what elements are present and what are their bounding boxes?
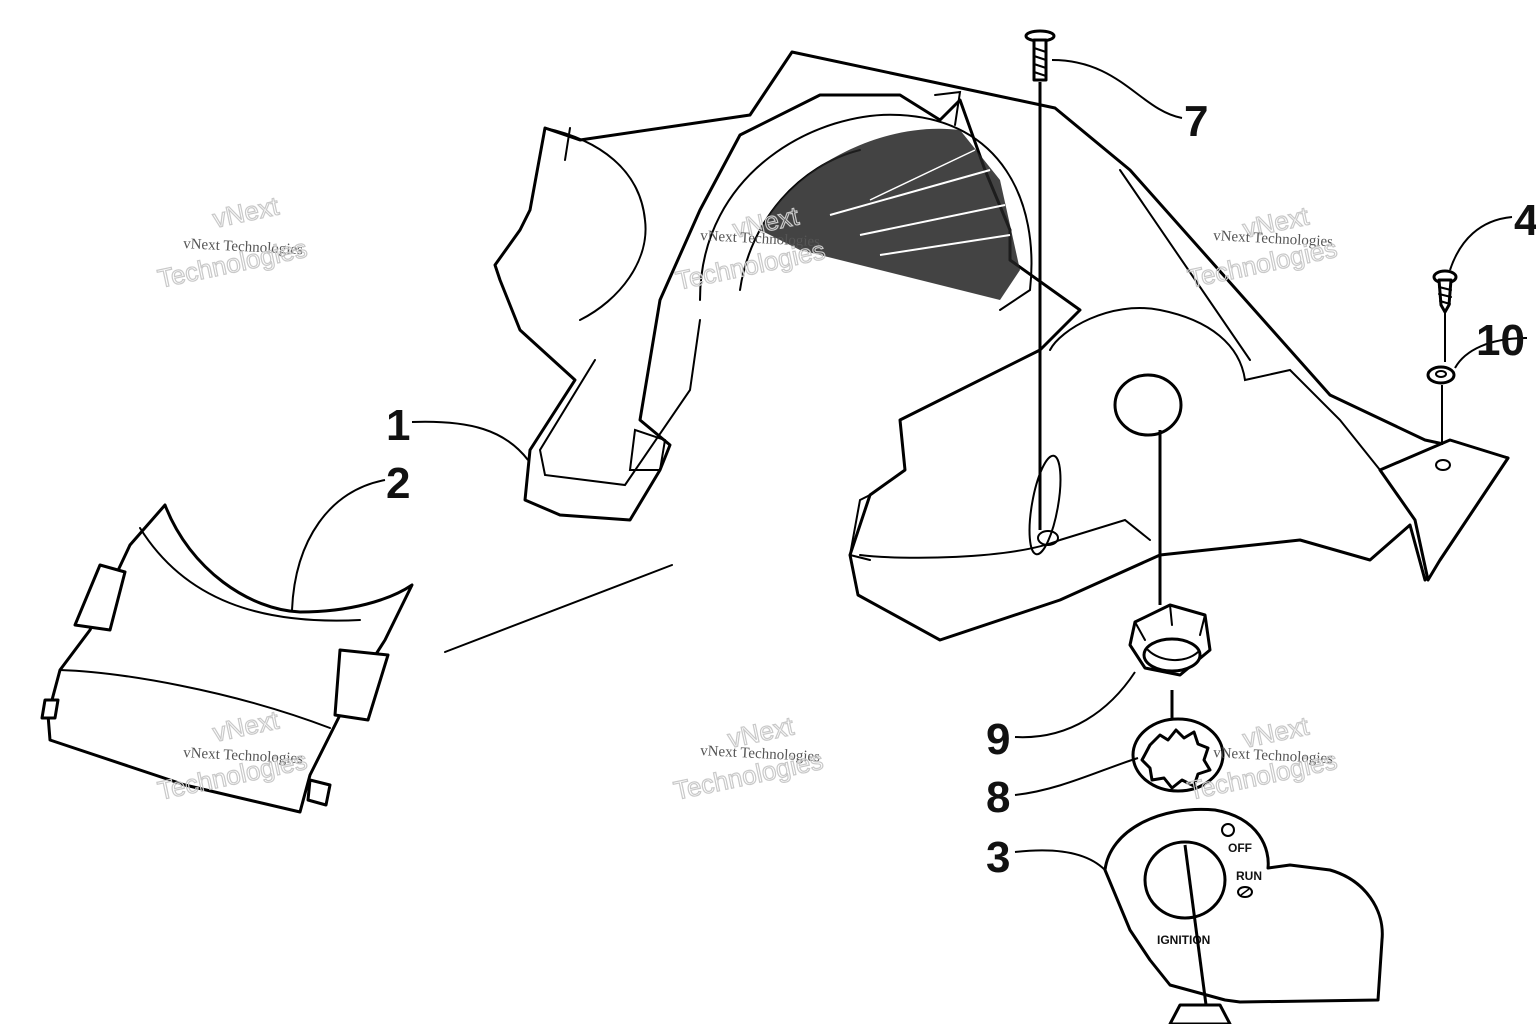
ignition-label: IGNITION	[1157, 933, 1210, 947]
callout-10: 10	[1476, 316, 1525, 365]
leader-7	[1051, 59, 1183, 119]
leader-1	[411, 420, 529, 461]
watermark-text: vNext Technologies	[1213, 228, 1334, 250]
cover-plate-part	[40, 503, 414, 814]
callout-9: 9	[986, 715, 1010, 764]
small-screw-part	[1432, 269, 1458, 362]
watermark-top-left: vNext vNext Technologies Technologies	[154, 190, 310, 295]
watermark-vnext: vNext	[1240, 201, 1312, 244]
callout-numbers: 1 2 3 4 7 8 9 10	[386, 97, 1536, 882]
watermark-vnext: vNext	[210, 191, 282, 234]
leader-2	[291, 479, 386, 611]
watermark-text: vNext Technologies	[700, 743, 821, 765]
washer-part	[1426, 365, 1456, 445]
watermark-vnext: vNext	[1240, 711, 1312, 754]
off-label: OFF	[1228, 841, 1252, 855]
lock-washer-part	[1131, 717, 1225, 793]
watermark-technologies: Technologies	[671, 745, 826, 806]
callout-8: 8	[986, 773, 1010, 822]
leader-10	[1454, 337, 1528, 369]
ignition-plate-part: OFF RUN IGNITION	[1103, 807, 1384, 1024]
watermark-bottom-center: vNext vNext Technologies Technologies	[670, 710, 826, 807]
callout-2: 2	[386, 459, 410, 508]
watermark-text: vNext Technologies	[183, 236, 304, 258]
watermark-vnext: vNext	[725, 711, 797, 754]
leader-8	[1014, 757, 1139, 796]
leader-3	[1014, 849, 1106, 871]
watermark-text: vNext Technologies	[1213, 745, 1334, 767]
callout-4: 4	[1514, 196, 1536, 245]
run-label: RUN	[1236, 869, 1262, 883]
hex-nut-part	[1128, 603, 1212, 677]
callout-3: 3	[986, 833, 1010, 882]
callout-1: 1	[386, 401, 410, 450]
assembly-guide-line	[444, 564, 673, 653]
long-screw-part	[1024, 29, 1056, 530]
console-housing-part	[493, 50, 1510, 642]
leader-9	[1014, 671, 1136, 739]
leader-lines	[291, 59, 1528, 871]
leader-4	[1449, 216, 1513, 271]
callout-7: 7	[1184, 97, 1208, 146]
arch-shading	[760, 128, 1020, 300]
watermark-technologies: Technologies	[155, 233, 310, 294]
